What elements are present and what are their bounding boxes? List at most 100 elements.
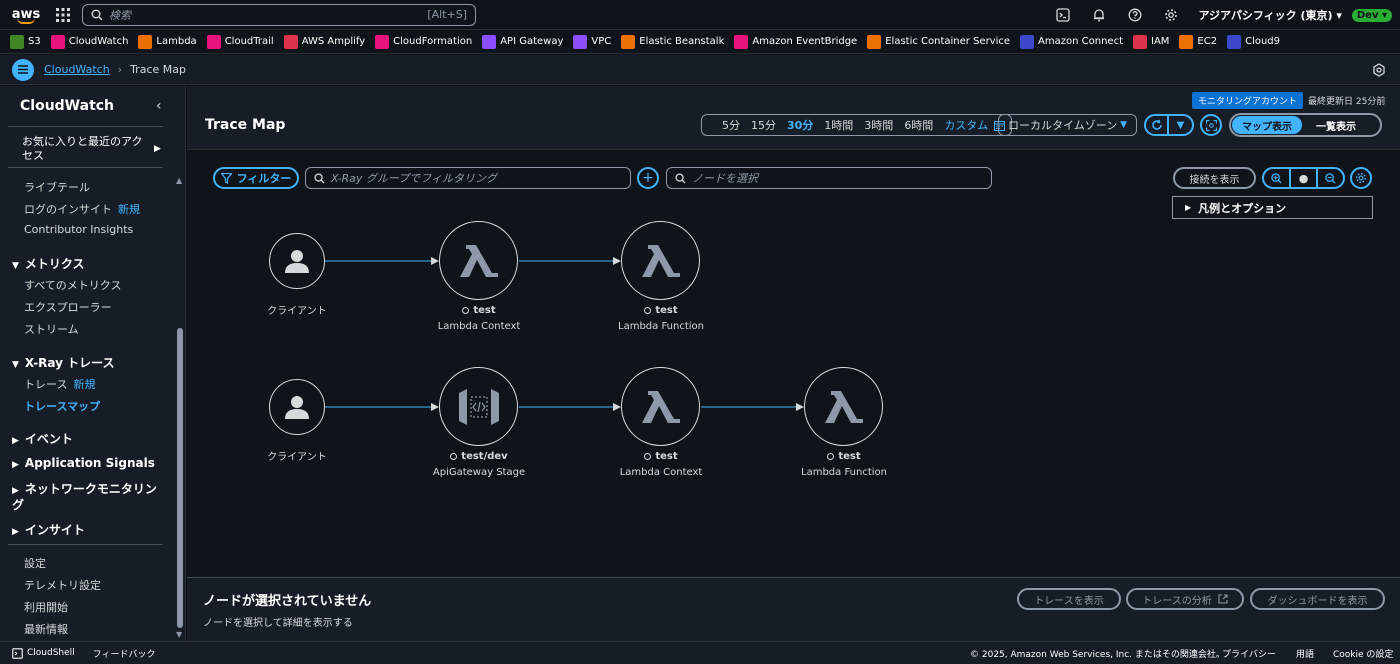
lambda-function-node[interactable]: [804, 367, 883, 446]
terms-link[interactable]: 用語: [1296, 649, 1315, 660]
account-env-badge[interactable]: Dev ▾: [1351, 8, 1392, 22]
add-filter-button[interactable]: +: [637, 167, 659, 189]
calendar-icon[interactable]: [994, 120, 1006, 131]
show-connections-button[interactable]: 接続を表示: [1173, 167, 1256, 189]
section-label: X-Ray トレース: [24, 356, 115, 370]
client-node[interactable]: [269, 379, 325, 435]
filter-button[interactable]: フィルター: [213, 167, 299, 189]
feedback-footer-link[interactable]: フィードバック: [92, 649, 156, 660]
sidebar-item-livetail[interactable]: ライブテール: [24, 181, 90, 194]
refresh-button[interactable]: [1146, 116, 1170, 134]
sidebar-section-application-signals[interactable]: ▶Application Signals: [12, 456, 155, 470]
sidebar-item-log-insights[interactable]: ログのインサイト新規: [24, 201, 140, 217]
lambda-context-node[interactable]: [621, 367, 700, 446]
fullscreen-button[interactable]: [1200, 114, 1222, 136]
favorite-beanstalk[interactable]: Elastic Beanstalk: [621, 34, 724, 49]
sidebar-item-whats-new[interactable]: 最新情報: [24, 623, 68, 636]
view-traces-button[interactable]: トレースを表示: [1017, 588, 1121, 610]
zoom-out-button[interactable]: [1318, 169, 1343, 187]
favorite-apigateway[interactable]: API Gateway: [482, 34, 563, 49]
sidebar-item-stream[interactable]: ストリーム: [24, 323, 79, 336]
caret-down-icon: ▼: [12, 360, 19, 370]
global-search-input[interactable]: 検索 [Alt+S]: [82, 3, 476, 26]
page-settings-icon[interactable]: [1372, 63, 1386, 77]
caret-right-icon: ▶: [1185, 203, 1192, 212]
sidebar-item-all-metrics[interactable]: すべてのメトリクス: [24, 279, 122, 292]
favorite-s3[interactable]: S3: [10, 34, 41, 49]
favorite-cloudformation[interactable]: CloudFormation: [375, 34, 472, 49]
sidebar-item-trace-map[interactable]: トレースマップ: [24, 400, 101, 413]
ec2-icon: [1179, 34, 1194, 49]
settings-gear-icon[interactable]: [1153, 0, 1189, 30]
favorite-cloudtrail[interactable]: CloudTrail: [206, 34, 274, 49]
lambda-context-node[interactable]: [439, 221, 518, 300]
sidebar-section-xray[interactable]: ▼ X-Ray トレース: [12, 354, 115, 371]
node-select-input[interactable]: ノードを選択: [666, 167, 992, 189]
scrollbar-thumb[interactable]: [177, 328, 183, 628]
map-view-button[interactable]: マップ表示: [1232, 116, 1302, 134]
sidebar-favorites-recent[interactable]: お気に入りと最近のアクセス: [22, 135, 143, 162]
favorite-cloud9[interactable]: Cloud9: [1227, 34, 1280, 49]
zoom-reset-button[interactable]: ●: [1289, 169, 1318, 187]
copyright-text: © 2025, Amazon Web Services, Inc. またはその関…: [970, 649, 1225, 660]
cookie-settings-link[interactable]: Cookie の設定: [1333, 649, 1394, 660]
aws-logo[interactable]: aws: [4, 0, 48, 30]
sidebar-item-telemetry-settings[interactable]: テレメトリ設定: [24, 579, 101, 592]
side-nav-toggle-button[interactable]: [12, 58, 34, 81]
region-selector[interactable]: アジアパシフィック (東京) ▾: [1198, 9, 1342, 22]
map-settings-button[interactable]: [1350, 167, 1372, 189]
status-circle-icon: [827, 452, 835, 460]
cloudshell-icon[interactable]: [1045, 0, 1081, 30]
favorite-eventbridge[interactable]: Amazon EventBridge: [734, 34, 857, 49]
lambda-function-node[interactable]: [621, 221, 700, 300]
favorite-iam[interactable]: IAM: [1133, 34, 1169, 49]
help-icon[interactable]: [1117, 0, 1153, 30]
favorite-cloudwatch[interactable]: CloudWatch: [50, 34, 128, 49]
time-range-custom[interactable]: カスタム: [944, 119, 989, 132]
sidebar-section-insights[interactable]: ▶インサイト: [12, 521, 85, 538]
monitoring-account-badge: モニタリングアカウント: [1192, 92, 1304, 109]
sidebar-item-contributor-insights[interactable]: Contributor Insights: [24, 223, 134, 236]
sidebar-section-metrics[interactable]: ▼メトリクス: [12, 255, 85, 272]
sidebar-collapse-icon[interactable]: ‹: [156, 98, 162, 114]
sidebar-section-events[interactable]: ▶イベント: [12, 430, 73, 447]
time-range-option[interactable]: 5分: [722, 119, 740, 132]
refresh-options-dropdown[interactable]: ▼: [1176, 119, 1185, 131]
scroll-down-icon[interactable]: ▼: [176, 630, 183, 639]
apigateway-stage-node[interactable]: [439, 367, 518, 446]
zoom-in-button[interactable]: [1264, 169, 1289, 187]
time-range-option[interactable]: 6時間: [904, 119, 934, 132]
services-grid-icon[interactable]: [48, 0, 78, 30]
client-node[interactable]: [269, 233, 325, 289]
view-dashboard-button[interactable]: ダッシュボードを表示: [1250, 588, 1385, 610]
timezone-select[interactable]: ローカルタイムゾーン▼: [998, 114, 1137, 136]
favorite-lambda[interactable]: Lambda: [138, 34, 197, 49]
sidebar-item-getting-started[interactable]: 利用開始: [24, 601, 68, 614]
legend-options-expander[interactable]: ▶凡例とオプション: [1172, 196, 1373, 219]
cloudshell-footer-button[interactable]: CloudShell: [12, 647, 75, 659]
favorite-amplify[interactable]: AWS Amplify: [283, 34, 365, 49]
sidebar-item-settings[interactable]: 設定: [24, 557, 46, 570]
sidebar-section-network-monitoring[interactable]: ▶ネットワークモニタリング: [12, 482, 162, 512]
time-range-option[interactable]: 3時間: [864, 119, 894, 132]
breadcrumb-cloudwatch-link[interactable]: CloudWatch: [44, 63, 110, 76]
favorite-vpc[interactable]: VPC: [573, 34, 611, 49]
notifications-bell-icon[interactable]: [1081, 0, 1117, 30]
time-range-option[interactable]: 15分: [751, 119, 776, 132]
privacy-link[interactable]: プライバシー: [1222, 649, 1276, 660]
sidebar-scrollbar[interactable]: ▲ ▼: [176, 176, 184, 640]
time-range-option-selected[interactable]: 30分: [787, 119, 814, 132]
favorite-ec2[interactable]: EC2: [1179, 34, 1217, 49]
sidebar-item-explorer[interactable]: エクスプローラー: [24, 301, 112, 314]
time-range-option[interactable]: 1時間: [824, 119, 854, 132]
page-title: Trace Map: [205, 117, 286, 133]
analyze-traces-button[interactable]: トレースの分析: [1126, 588, 1244, 610]
favorite-ecs[interactable]: Elastic Container Service: [867, 34, 1010, 49]
node-name-label: test: [655, 451, 678, 462]
list-view-button[interactable]: 一覧表示: [1316, 121, 1356, 133]
favorite-connect[interactable]: Amazon Connect: [1020, 34, 1123, 49]
sidebar-item-traces[interactable]: トレース新規: [24, 376, 95, 392]
lambda-icon: [641, 244, 680, 277]
scroll-up-icon[interactable]: ▲: [176, 176, 183, 185]
xray-group-filter-input[interactable]: X-Ray グループでフィルタリング: [305, 167, 631, 189]
